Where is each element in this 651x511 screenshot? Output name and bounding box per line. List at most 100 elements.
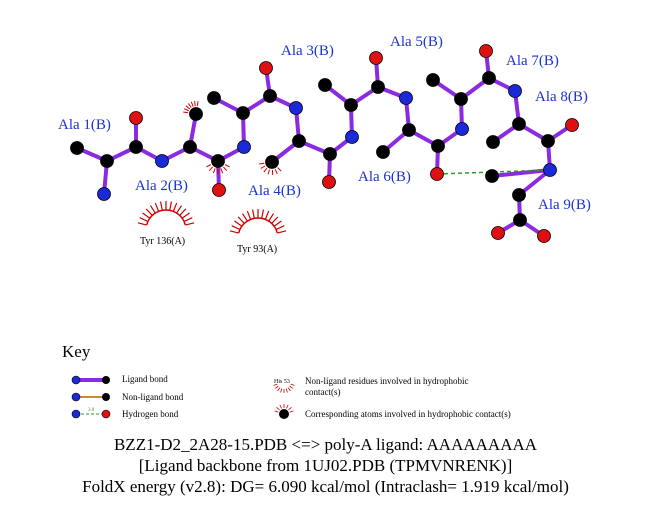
nitrogen-atom	[97, 187, 111, 201]
carbon-atom	[265, 155, 279, 169]
carbon-atom	[512, 117, 526, 131]
key-nitrogen-atom	[71, 392, 81, 402]
key-hydrogen-bond-label: Hydrogen bond	[122, 409, 179, 419]
nitrogen-atom	[289, 101, 303, 115]
key-example-residue-label: His 53	[274, 379, 290, 385]
hydrophobic-arc-tyr93	[229, 209, 287, 234]
contact-spoke	[290, 383, 295, 386]
key-corresponding-atoms-label: Corresponding atoms involved in hydropho…	[305, 409, 511, 419]
contact-spoke	[145, 208, 153, 216]
contact-spoke	[260, 165, 266, 169]
contact-spoke	[208, 166, 214, 171]
nitrogen-atom	[345, 130, 359, 144]
oxygen-atom	[479, 44, 493, 58]
contact-spoke	[183, 108, 189, 112]
contact-spoke	[279, 404, 282, 409]
contact-spoke	[229, 230, 239, 234]
oxygen-atom	[129, 111, 143, 125]
residue-label-ala6: Ala 6(B)	[358, 169, 411, 185]
residue-label-ala9: Ala 9(B)	[538, 197, 591, 213]
contact-spoke	[196, 101, 199, 107]
contact-spoke	[246, 210, 252, 220]
contact-spoke	[194, 101, 196, 107]
oxygen-atom	[491, 226, 505, 240]
key-nitrogen-atom	[71, 375, 81, 385]
contact-spoke	[181, 212, 190, 219]
contact-spoke	[142, 212, 151, 219]
ligand-bond	[490, 168, 552, 178]
carbon-atom	[376, 145, 390, 159]
key-nonligand-residues-label: Non-ligand residues involved in hydropho…	[305, 376, 469, 386]
oxygen-atom	[537, 229, 551, 243]
contact-spoke	[267, 169, 271, 175]
residue-label-ala7: Ala 7(B)	[506, 53, 559, 69]
contact-spoke	[137, 222, 147, 226]
key-title: Key	[62, 342, 91, 361]
contact-spoke	[224, 164, 230, 168]
contact-spoke	[274, 410, 279, 413]
nitrogen-atom	[543, 163, 557, 177]
contact-spoke	[185, 222, 195, 226]
oxygen-atom	[259, 61, 273, 75]
carbon-atom	[454, 92, 468, 106]
contact-spoke	[212, 168, 216, 174]
carbon-atom	[485, 169, 499, 183]
hydrophobic-atom-ala2	[183, 101, 199, 114]
residue-label-ala3: Ala 3(B)	[281, 43, 334, 59]
contact-spoke	[287, 387, 291, 392]
residue-label-ala2: Ala 2(B)	[135, 178, 188, 194]
carbon-atom	[236, 106, 250, 120]
residue-label-ala5: Ala 5(B)	[390, 34, 443, 50]
carbon-atom	[207, 91, 221, 105]
contact-spoke	[289, 410, 294, 413]
carbon-atom	[513, 213, 527, 227]
contact-spoke	[237, 216, 245, 224]
carbon-atom	[426, 73, 440, 87]
key-carbon-atom	[102, 393, 110, 401]
contact-spoke	[274, 385, 279, 389]
contact-spoke	[259, 162, 265, 165]
nitrogen-atom	[399, 91, 413, 105]
contact-spoke	[222, 166, 228, 171]
key-carbon-atom	[102, 376, 110, 384]
contact-spoke	[176, 205, 183, 214]
contact-spoke	[289, 385, 294, 389]
hydrophobic-atom-ala4	[259, 162, 282, 176]
hydrophobic-arc-tyr136	[137, 201, 195, 226]
key-graphics: 3.0	[71, 375, 295, 419]
carbon-atom	[70, 141, 84, 155]
contact-spoke	[277, 387, 281, 392]
contact-spoke	[280, 388, 283, 393]
residue-label-ala8: Ala 8(B)	[535, 89, 588, 105]
contact-spoke	[183, 111, 189, 114]
residue-label-ala1: Ala 1(B)	[58, 117, 111, 133]
key-corresponding-arc	[274, 404, 294, 413]
contact-spoke	[241, 213, 248, 222]
contact-spoke	[288, 407, 292, 411]
key-nitrogen-atom	[71, 409, 81, 419]
carbon-atom	[263, 89, 277, 103]
key-corresponding-atom	[279, 409, 289, 419]
oxygen-atom	[322, 175, 336, 189]
contact-residue-tyr136: Tyr 136(A)	[140, 236, 185, 247]
carbon-atom	[318, 78, 332, 92]
nitrogen-atom	[508, 84, 522, 98]
residue-label-ala4: Ala 4(B)	[248, 183, 301, 199]
contact-spoke	[149, 205, 156, 214]
contact-spoke	[206, 164, 212, 168]
key-ligand-bond-label: Ligand bond	[122, 374, 168, 384]
key-hbond-distance: 3.0	[88, 408, 95, 413]
contact-spoke	[183, 217, 193, 223]
contact-spoke	[154, 202, 160, 212]
nitrogen-atom	[455, 122, 469, 136]
contact-spoke	[220, 168, 224, 174]
carbon-atom	[486, 135, 500, 149]
carbon-atom	[189, 107, 203, 121]
contact-spoke	[261, 209, 265, 219]
carbon-atom	[129, 140, 143, 154]
carbon-atom	[512, 188, 526, 202]
contact-spoke	[187, 103, 192, 108]
carbon-atom	[541, 134, 555, 148]
carbon-atom	[431, 139, 445, 153]
